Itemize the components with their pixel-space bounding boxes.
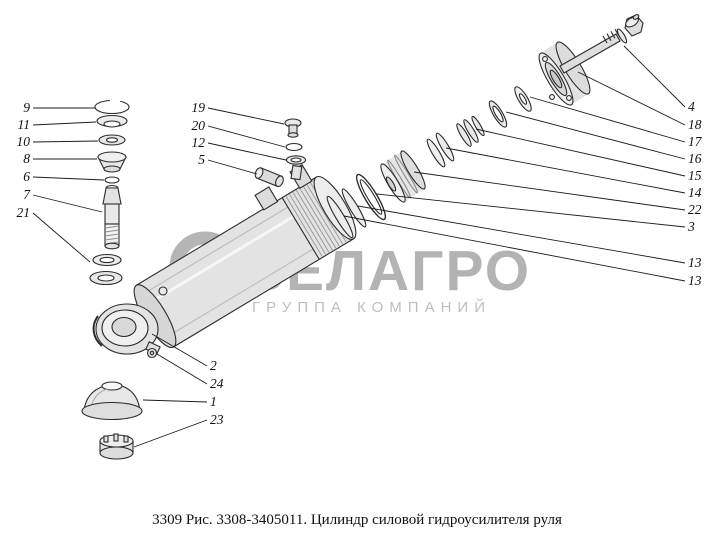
leader-line [151, 333, 208, 367]
union-ring [285, 155, 307, 165]
leader-line [529, 96, 686, 143]
bolt-hole [549, 94, 555, 100]
leader-line [207, 159, 258, 175]
leader-line [376, 193, 686, 228]
bleed-valve [158, 286, 168, 296]
callout-label: 17 [688, 134, 703, 149]
leader-line [142, 399, 208, 403]
retaining-ring [488, 100, 508, 128]
spring-washer [456, 123, 472, 147]
bolt-hole [542, 56, 548, 62]
callout-label: 12 [192, 135, 206, 150]
leader-line [32, 176, 105, 181]
castellated-nut [99, 433, 134, 460]
leader-line [475, 128, 686, 177]
dished-washer [96, 114, 128, 128]
leader-line [32, 212, 91, 263]
callout-label: 1 [210, 394, 217, 409]
leader-line [207, 142, 287, 161]
callout-label: 7 [23, 187, 31, 202]
callout-label: 16 [688, 151, 702, 166]
callout-label: 6 [23, 169, 30, 184]
small-ring [104, 176, 120, 184]
callout-label: 10 [17, 134, 31, 149]
callout-label: 19 [192, 100, 206, 115]
port-boss [254, 186, 279, 211]
leader-line [32, 121, 97, 126]
cylinder-head [92, 303, 161, 355]
leader-line [343, 215, 686, 282]
seal-ring [341, 188, 367, 228]
callout-labels: 9 11 10 8 6 7 21 19 20 12 5 4 18 17 16 1… [17, 99, 703, 427]
callout-label: 8 [23, 151, 30, 166]
leader-line [505, 111, 686, 160]
dust-boot [81, 381, 143, 421]
callout-label: 4 [688, 99, 695, 114]
piston-ring [435, 132, 455, 162]
seal-ring [326, 195, 354, 239]
o-ring [355, 173, 387, 221]
leader-line [623, 45, 686, 108]
flat-washer [98, 134, 126, 146]
snap-ring [94, 98, 130, 115]
callout-label: 20 [192, 118, 206, 133]
elbow-fitting [254, 167, 284, 188]
leader-line [445, 147, 686, 194]
spring-cup [97, 151, 127, 173]
callout-label: 13 [688, 273, 702, 288]
callout-label: 23 [210, 412, 224, 427]
ball-joint-parts [89, 98, 130, 286]
callout-label: 22 [688, 202, 702, 217]
rod-nut [624, 14, 644, 37]
breather-fitting-parts [254, 118, 307, 188]
callout-label: 24 [210, 376, 224, 391]
callout-label: 21 [17, 205, 31, 220]
leader-lines [32, 45, 686, 448]
thrust-washer [514, 86, 532, 112]
callout-label: 9 [23, 100, 30, 115]
callout-label: 14 [688, 185, 702, 200]
callout-label: 15 [688, 168, 702, 183]
leader-line [32, 194, 103, 213]
sealing-washer [285, 142, 303, 152]
leader-line [32, 140, 99, 143]
spring-washer [471, 115, 485, 137]
bolt-hole [566, 95, 572, 101]
piston [380, 150, 426, 203]
leader-line [207, 107, 285, 125]
leader-line [577, 71, 686, 126]
watermark-subtitle: ГРУППА КОМПАНИЙ [252, 298, 491, 316]
callout-label: 3 [687, 219, 695, 234]
callout-label: 11 [18, 117, 31, 132]
spring-washer [463, 119, 479, 143]
piston-rod-parts [326, 14, 644, 239]
breather-cap [284, 118, 302, 138]
ball-stud-pin [102, 184, 122, 250]
callout-label: 13 [688, 255, 702, 270]
grease-fitting [146, 347, 158, 359]
joint-rings [89, 253, 123, 286]
leader-line [357, 205, 686, 264]
callout-label: 18 [688, 117, 702, 132]
leader-line [413, 171, 686, 211]
callout-label: 2 [210, 358, 217, 373]
leader-line [133, 419, 208, 448]
leader-line [207, 125, 286, 148]
rod-washer [616, 28, 628, 44]
callout-label: 5 [198, 152, 205, 167]
head-boot-nut-parts [81, 286, 168, 460]
union-stem [290, 164, 303, 181]
figure-caption: 3309 Рис. 3308-3405011. Цилиндр силовой … [152, 512, 562, 528]
piston-ring [426, 138, 446, 168]
leader-line [156, 353, 208, 385]
